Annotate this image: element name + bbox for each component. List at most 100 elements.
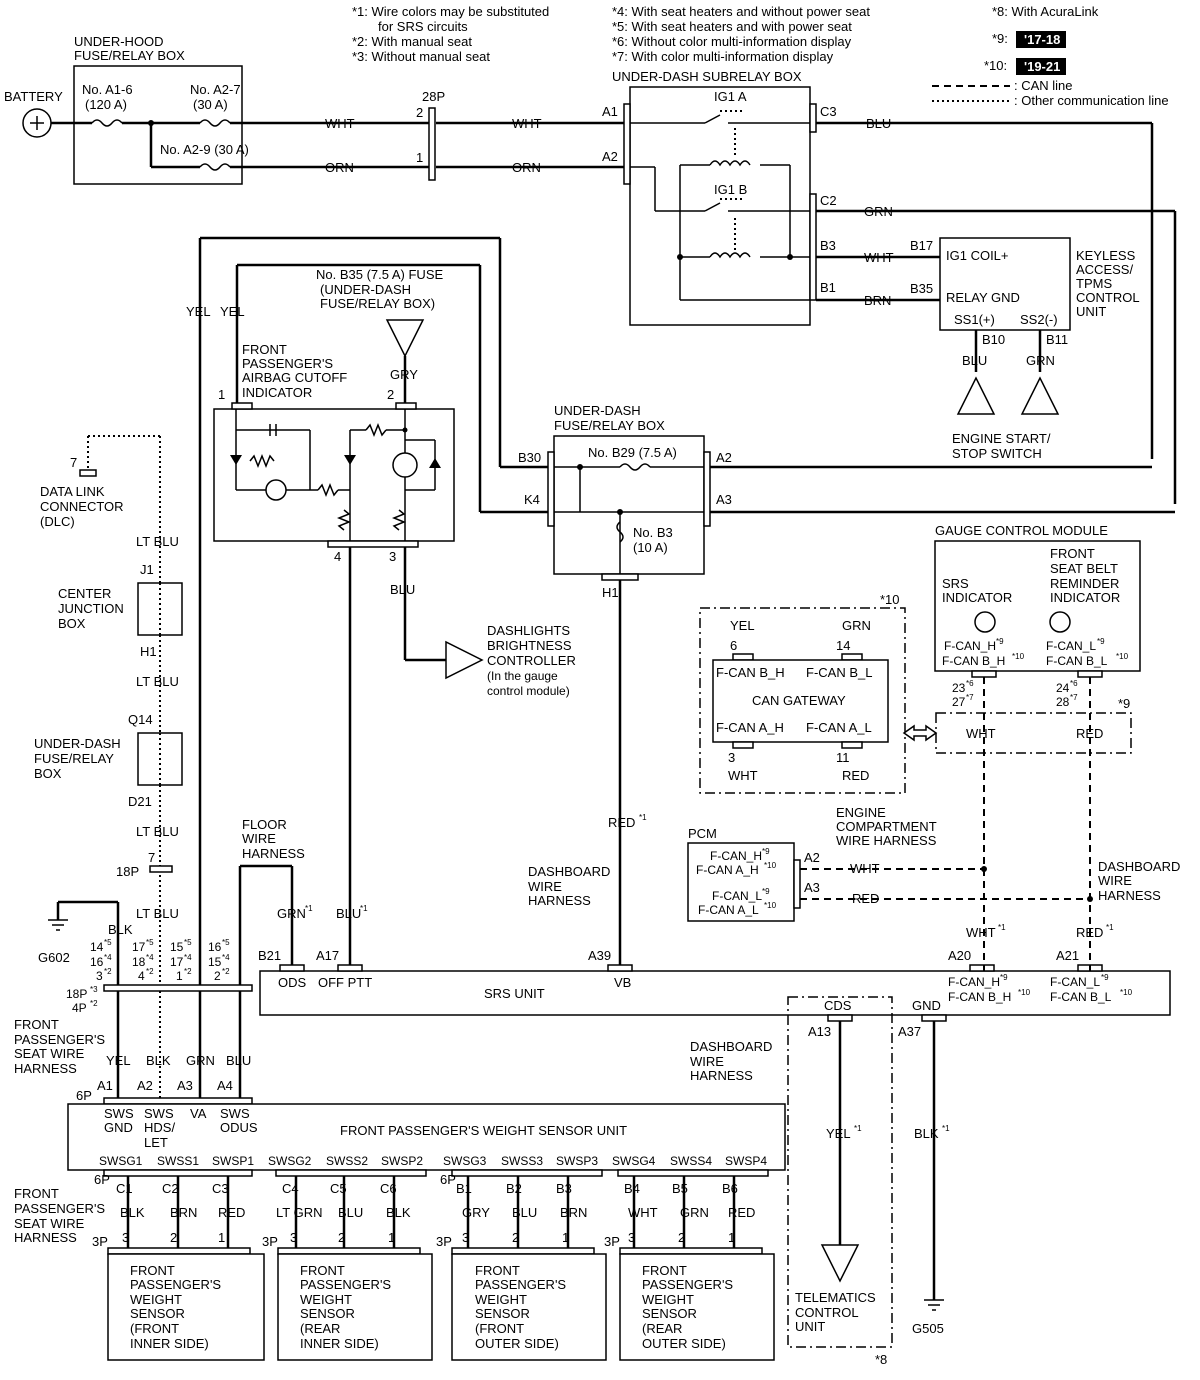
- svg-text:BLU: BLU: [866, 116, 891, 131]
- svg-text:BRN: BRN: [864, 293, 891, 308]
- svg-text:(REAR: (REAR: [642, 1321, 682, 1336]
- svg-text:WHT: WHT: [966, 726, 996, 741]
- note-4: *4: With seat heaters and without power …: [612, 4, 870, 19]
- svg-text:RED: RED: [728, 1205, 755, 1220]
- svg-text:23: 23: [952, 681, 966, 695]
- svg-text:UNDER-DASH SUBRELAY BOX: UNDER-DASH SUBRELAY BOX: [612, 69, 802, 84]
- svg-text:*9: *9: [762, 887, 770, 896]
- svg-text:3P: 3P: [604, 1234, 620, 1249]
- svg-text:A3: A3: [804, 880, 820, 895]
- svg-text:A2: A2: [804, 850, 820, 865]
- svg-text:1: 1: [388, 1230, 395, 1245]
- svg-text:HARNESS: HARNESS: [14, 1230, 77, 1245]
- svg-text:B3: B3: [556, 1181, 572, 1196]
- svg-text:PASSENGER'S: PASSENGER'S: [242, 356, 333, 371]
- svg-text:WIRE: WIRE: [242, 831, 276, 846]
- svg-text:WHT: WHT: [864, 250, 894, 265]
- indicator-lamp-icon: [392, 452, 418, 478]
- svg-text:*9: *9: [1118, 696, 1130, 711]
- svg-text:D21: D21: [128, 794, 152, 809]
- svg-text:LT BLU: LT BLU: [136, 824, 179, 839]
- svg-text:A21: A21: [1056, 948, 1079, 963]
- weight-sensor-unit: 6P YEL BLK GRN BLU A1 A2 A3 A4 SWS GND S…: [67, 1053, 786, 1187]
- svg-text:CONTROL: CONTROL: [1076, 290, 1140, 305]
- svg-text:FLOOR: FLOOR: [242, 817, 287, 832]
- svg-text:UNDER-HOOD: UNDER-HOOD: [74, 34, 164, 49]
- svg-text:FRONT: FRONT: [475, 1263, 520, 1278]
- svg-text:(In the gauge: (In the gauge: [487, 669, 558, 683]
- svg-text:WEIGHT: WEIGHT: [130, 1292, 182, 1307]
- svg-text:YEL: YEL: [730, 618, 755, 633]
- svg-text:IG1 B: IG1 B: [714, 182, 747, 197]
- svg-text:ODS: ODS: [278, 975, 307, 990]
- svg-text:B4: B4: [624, 1181, 640, 1196]
- svg-text:SWSG1: SWSG1: [99, 1154, 143, 1168]
- svg-text:WHT: WHT: [966, 925, 996, 940]
- svg-text:No. A2-9 (30 A): No. A2-9 (30 A): [160, 142, 249, 157]
- svg-text:UNDER-DASH: UNDER-DASH: [554, 403, 641, 418]
- svg-text:WHT: WHT: [628, 1205, 658, 1220]
- svg-text:14: 14: [836, 638, 850, 653]
- svg-text:RED: RED: [1076, 726, 1103, 741]
- sensor-wire-set-1: C1 C2 C3 BLK BRN RED: [116, 1176, 245, 1248]
- seat-wire-harness-label: FRONT PASSENGER'S SEAT WIRE HARNESS FRON…: [14, 1017, 105, 1245]
- ground-g505: BLK *1 G505: [912, 1021, 950, 1336]
- srs-unit: B21 A17 A39 A20 A21 ODS OFF PTT VB SRS U…: [258, 948, 1171, 1039]
- svg-text:WHT: WHT: [728, 768, 758, 783]
- svg-text:RED: RED: [608, 815, 635, 830]
- indicator-led-icon: [265, 479, 287, 501]
- svg-text:F-CAN B_H: F-CAN B_H: [942, 654, 1005, 668]
- svg-text:28: 28: [1056, 695, 1070, 709]
- note-6: *6: Without color multi-information disp…: [612, 34, 852, 49]
- svg-text:(10 A): (10 A): [633, 540, 668, 555]
- svg-text:3: 3: [462, 1230, 469, 1245]
- svg-text:IG1 A: IG1 A: [714, 89, 747, 104]
- svg-text:HARNESS: HARNESS: [690, 1068, 753, 1083]
- svg-text:*3: *3: [90, 985, 98, 994]
- svg-text:(120 A): (120 A): [85, 97, 127, 112]
- svg-text:ACCESS/: ACCESS/: [1076, 262, 1133, 277]
- svg-text:AIRBAG CUTOFF: AIRBAG CUTOFF: [242, 370, 347, 385]
- svg-text:B2: B2: [506, 1181, 522, 1196]
- svg-text:*2: *2: [146, 967, 154, 976]
- notes: *1: Wire colors may be substituted for S…: [352, 4, 1169, 108]
- svg-text:INDICATOR: INDICATOR: [942, 590, 1012, 605]
- svg-text:BLU: BLU: [962, 353, 987, 368]
- engine-stop-switch-icon: [1020, 376, 1060, 415]
- svg-text:VB: VB: [614, 975, 631, 990]
- svg-text:C1: C1: [116, 1181, 133, 1196]
- svg-text:B6: B6: [722, 1181, 738, 1196]
- svg-text:GRN: GRN: [186, 1053, 215, 1068]
- sensor-front-inner: 3P 3 2 1 FRONT PASSENGER'S WEIGHT SENSOR…: [92, 1230, 265, 1361]
- svg-text:*1: *1: [854, 1124, 862, 1133]
- svg-text:*6: *6: [966, 679, 974, 688]
- svg-text:*10: *10: [1018, 988, 1031, 997]
- svg-text:A3: A3: [177, 1078, 193, 1093]
- svg-text:BRN: BRN: [560, 1205, 587, 1220]
- svg-text:F-CAN A_L: F-CAN A_L: [806, 720, 872, 735]
- harness-labels: ENGINE COMPARTMENT WIRE HARNESS DASHBOAR…: [528, 805, 1180, 1083]
- svg-text:FRONT: FRONT: [642, 1263, 687, 1278]
- svg-text:6: 6: [730, 638, 737, 653]
- svg-text:*9: *9: [1097, 637, 1105, 646]
- floor-wire-harness: FLOOR WIRE HARNESS GRN *1 BLU *1: [238, 817, 368, 985]
- svg-text:UNIT: UNIT: [795, 1319, 825, 1334]
- svg-text:DATA LINK: DATA LINK: [40, 484, 105, 499]
- svg-text:Q14: Q14: [128, 712, 153, 727]
- svg-text:YEL: YEL: [186, 304, 211, 319]
- svg-text:ODUS: ODUS: [220, 1120, 258, 1135]
- svg-text:TPMS: TPMS: [1076, 276, 1112, 291]
- underdash-fuse-box-left: Q14 UNDER-DASH FUSE/RELAY BOX D21 LT BLU…: [34, 712, 183, 985]
- svg-text:*10: *10: [1116, 652, 1129, 661]
- svg-text:3: 3: [389, 549, 396, 564]
- svg-text:DASHBOARD: DASHBOARD: [1098, 859, 1180, 874]
- svg-text:*9: *9: [1101, 973, 1109, 982]
- svg-text:SEAT WIRE: SEAT WIRE: [14, 1216, 85, 1231]
- svg-text:*1: *1: [360, 904, 368, 913]
- svg-text:C6: C6: [380, 1181, 397, 1196]
- svg-text:3P: 3P: [436, 1234, 452, 1249]
- svg-text:WHT: WHT: [850, 861, 880, 876]
- ground-g602: G602 BLK: [38, 900, 133, 985]
- svg-text:YEL: YEL: [106, 1053, 131, 1068]
